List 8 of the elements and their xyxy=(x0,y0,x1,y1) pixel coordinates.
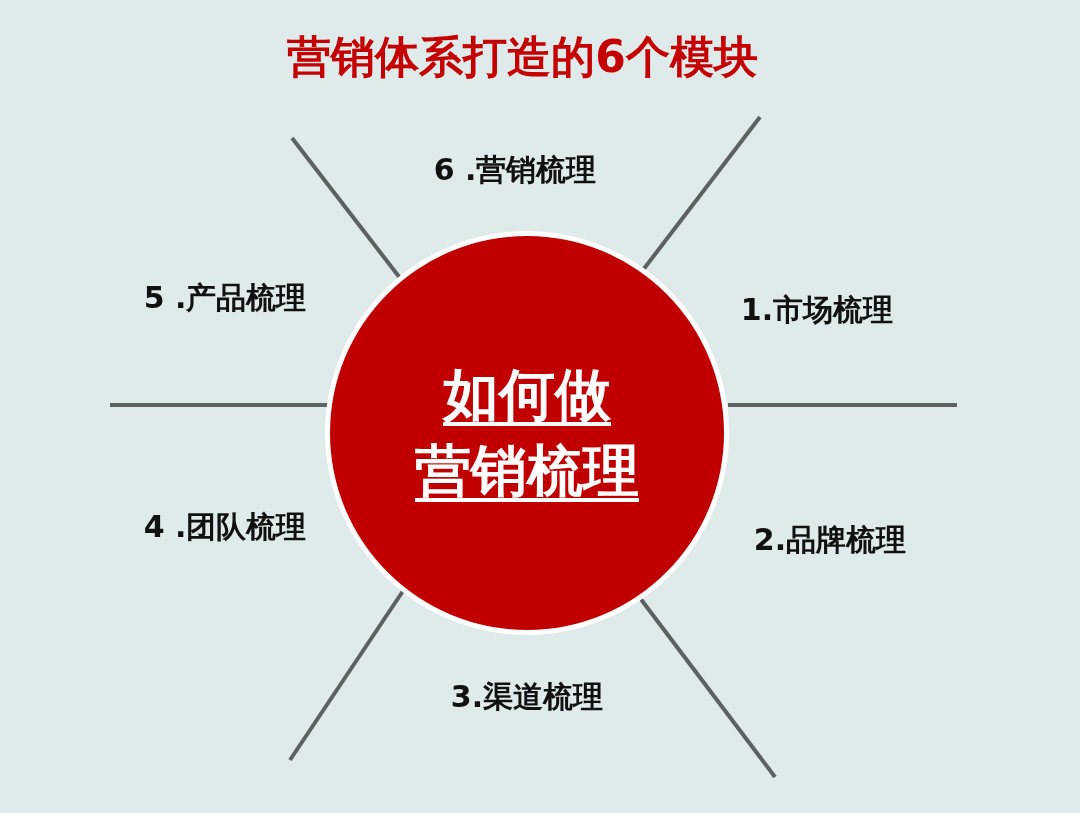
section-label: 4 .团队梳理 xyxy=(143,507,307,546)
section-label: 3.渠道梳理 xyxy=(450,677,604,716)
section-label: 5 .产品梳理 xyxy=(143,278,307,317)
circle-title: 如何做营销梳理 xyxy=(415,361,639,505)
section-label: 2.品牌梳理 xyxy=(753,520,907,559)
section-label: 6 .营销梳理 xyxy=(433,150,597,189)
title: 营销体系打造的6个模块 xyxy=(286,30,759,84)
section-label: 1.市场梳理 xyxy=(740,290,894,329)
